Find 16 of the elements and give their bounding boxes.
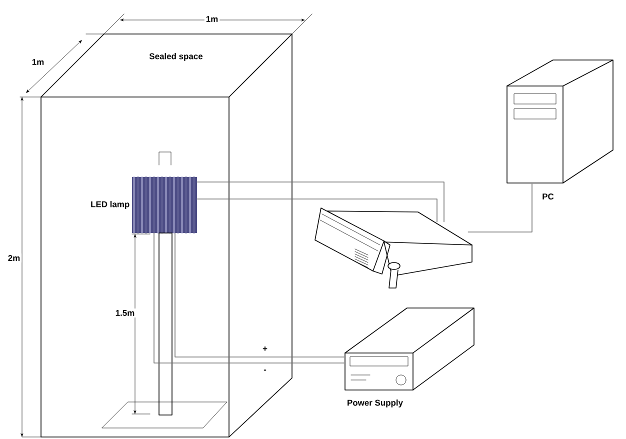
node-label: LED lamp [91,201,130,209]
wire [196,182,444,222]
dimension-label: 1m [204,14,220,24]
computer-drawing [506,60,614,184]
wire [154,232,344,364]
dimension-label: 1.5m [114,308,136,318]
wire [196,198,438,222]
wire [468,184,532,232]
edge-label: - [264,370,266,371]
data-logger-drawing [314,208,472,288]
dimension-label: 2m [6,254,22,262]
wire [174,232,344,358]
device-label: Power Supply [348,400,403,408]
device-label: PC [542,194,554,200]
power-supply-drawing [344,308,474,390]
edge-label: + [262,346,268,351]
